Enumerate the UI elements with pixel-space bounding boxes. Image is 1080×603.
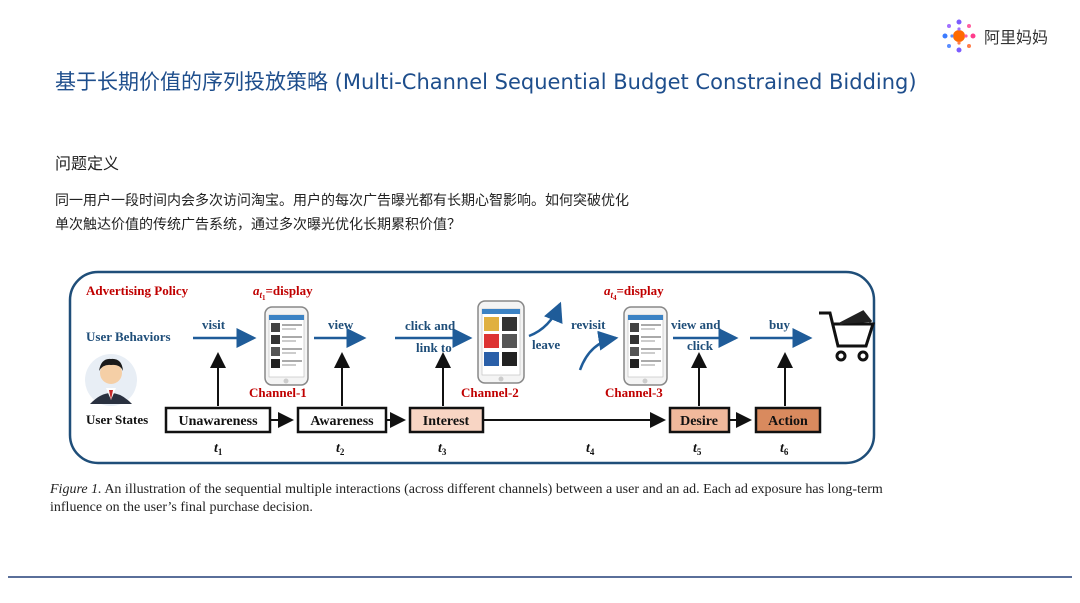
state-box-interest <box>408 406 485 434</box>
state-box-desire <box>668 406 731 434</box>
behavior-revisit: revisit <box>571 317 606 332</box>
behavior-view-and: view and <box>671 317 721 332</box>
sequential-interaction-diagram: Advertising Policy User Behaviors User S… <box>68 270 876 465</box>
logo-text: 阿里妈妈 <box>984 28 1049 47</box>
time-t2: t2 <box>336 441 345 457</box>
behavior-click: click <box>687 338 714 353</box>
channel-2-label: Channel-2 <box>461 385 519 400</box>
state-box-action <box>754 406 822 434</box>
channel-1-label: Channel-1 <box>249 385 307 400</box>
time-t4: t4 <box>586 441 595 457</box>
section-title: 问题定义 <box>55 154 120 173</box>
phone-channel-1 <box>264 306 309 386</box>
time-t1: t1 <box>214 441 223 457</box>
user-behaviors-label: User Behaviors <box>86 329 171 344</box>
shopping-cart-icon <box>819 310 876 362</box>
behavior-visit: visit <box>202 317 226 332</box>
leave-arrow <box>528 301 563 338</box>
logo: 阿里妈妈 <box>940 16 1060 56</box>
state-action: Action <box>768 414 808 429</box>
behavior-view: view <box>328 317 354 332</box>
description-line-2: 单次触达价值的传统广告系统，通过多次曝光优化长期累积价值？ <box>55 217 461 233</box>
description-line-1: 同一用户一段时间内会多次访问淘宝。用户的每次广告曝光都有长期心智影响。如何突破优… <box>55 193 629 209</box>
user-states-label: User States <box>86 412 148 427</box>
phone-channel-2 <box>477 300 525 384</box>
figure-label: Figure 1. <box>50 482 102 497</box>
caption-text: An illustration of the sequential multip… <box>50 482 883 515</box>
behavior-link-to: link to <box>416 340 452 355</box>
time-t6: t6 <box>780 441 789 457</box>
diagram-frame <box>68 270 876 465</box>
state-desire: Desire <box>680 414 718 429</box>
state-box-awareness <box>296 406 388 434</box>
revisit-arrow <box>578 330 619 371</box>
user-avatar <box>85 354 137 406</box>
state-awareness: Awareness <box>310 414 374 429</box>
figure-caption: Figure 1. An illustration of the sequent… <box>50 481 930 517</box>
phone-channel-3 <box>623 306 668 386</box>
state-box-unawareness <box>164 406 272 434</box>
behavior-click-and: click and <box>405 318 456 333</box>
time-t3: t3 <box>438 441 447 457</box>
action-label-t1: at1=display <box>253 283 313 302</box>
advertising-policy-label: Advertising Policy <box>86 283 189 298</box>
time-t5: t5 <box>693 441 702 457</box>
page-title: 基于长期价值的序列投放策略 (Multi-Channel Sequential … <box>55 70 917 94</box>
state-interest: Interest <box>423 414 470 429</box>
state-unawareness: Unawareness <box>178 414 258 429</box>
bottom-divider <box>8 576 1072 578</box>
channel-3-label: Channel-3 <box>605 385 663 400</box>
action-label-t4: at4=display <box>604 283 664 302</box>
alimama-dots-icon <box>942 19 976 53</box>
behavior-leave: leave <box>532 337 560 352</box>
behavior-buy: buy <box>769 317 790 332</box>
